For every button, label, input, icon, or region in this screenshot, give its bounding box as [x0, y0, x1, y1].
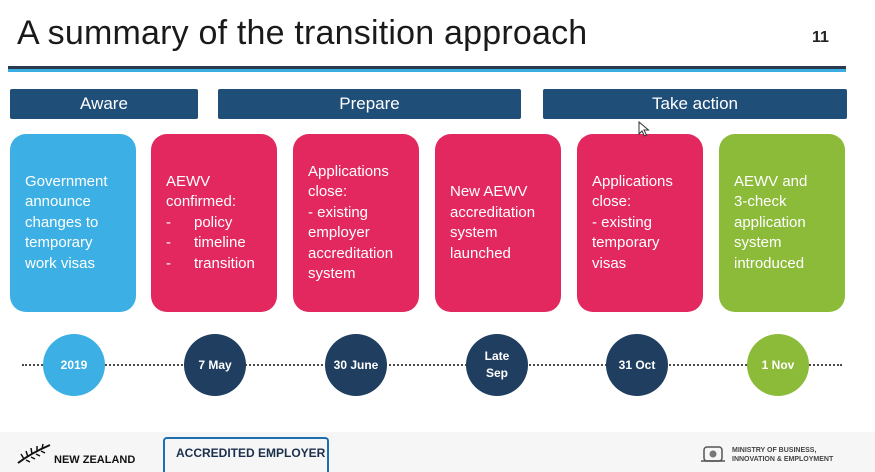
card-new-aewv-launched: New AEWV accreditation system launched [435, 134, 561, 312]
date-30-june: 30 June [325, 334, 387, 396]
card-text: close: [592, 193, 632, 211]
timeline-dotted-line [22, 364, 842, 366]
date-31-oct: 31 Oct [606, 334, 668, 396]
card-text: close: [308, 183, 348, 200]
phase-prepare: Prepare [218, 89, 521, 119]
fern-logo-icon [17, 443, 51, 464]
card-text: work visas [25, 254, 96, 272]
card-text: confirmed: [166, 193, 237, 211]
accredited-employer-frame [163, 437, 329, 472]
date-label: Late [484, 349, 510, 363]
card-text: New AEWV [450, 183, 528, 200]
phase-take-action: Take action [543, 89, 847, 119]
card-text: application [734, 213, 806, 231]
page-number: 11 [812, 29, 829, 46]
card-text: Government [25, 172, 108, 190]
card-text: system [450, 224, 498, 241]
card-aewv-3-check: AEWV and 3-check application system intr… [719, 134, 845, 312]
card-text: visas [592, 254, 627, 272]
card-government-announce: Government announce changes to temporary… [10, 134, 136, 312]
card-text: accreditation [450, 203, 536, 221]
slide-title: A summary of the transition approach [17, 14, 588, 52]
government-crest-icon [701, 446, 725, 462]
card-text: system [734, 234, 782, 252]
card-bullet: -policy [166, 213, 233, 231]
card-text: launched [450, 244, 511, 262]
card-text: Applications [592, 172, 673, 190]
card-text: temporary [592, 234, 660, 252]
card-text: AEWV [166, 172, 211, 190]
mouse-cursor-icon [638, 121, 650, 137]
date-1-nov: 1 Nov [747, 334, 809, 396]
card-bullet: -timeline [166, 234, 246, 252]
card-text: accreditation [308, 244, 394, 262]
phase-aware: Aware [10, 89, 198, 119]
card-text: system [308, 265, 356, 282]
footer-band [0, 432, 875, 472]
mbie-line: INNOVATION & EMPLOYMENT [732, 456, 834, 463]
card-text: - existing [592, 213, 653, 231]
date-late-sep: Late Sep [466, 334, 528, 396]
title-rule-blue [8, 69, 846, 72]
card-text: temporary [25, 234, 93, 252]
card-text: employer [308, 224, 370, 241]
card-text: Applications [308, 162, 389, 180]
date-2019: 2019 [43, 334, 105, 396]
card-aewv-confirmed: AEWV confirmed: -policy -timeline -trans… [151, 134, 277, 312]
mbie-label: MINISTRY OF BUSINESS, INNOVATION & EMPLO… [732, 446, 833, 464]
card-text: 3-check [734, 193, 787, 211]
card-applications-close-visas: Applications close: - existing temporary… [577, 134, 703, 312]
title-rule-dark [8, 66, 846, 69]
card-bullet: -transition [166, 254, 255, 272]
card-text: announce [25, 193, 91, 211]
card-text: AEWV and [734, 172, 808, 190]
card-text: introduced [734, 254, 805, 272]
mbie-line: MINISTRY OF BUSINESS, [732, 447, 817, 454]
date-label: Sep [485, 366, 508, 380]
accredited-employer-label: ACCREDITED EMPLOYER [176, 446, 326, 460]
card-applications-close-employer: Applications close: - existing employer … [293, 134, 419, 312]
card-text: - existing [308, 203, 369, 221]
new-zealand-label: NEW ZEALAND [54, 454, 136, 466]
date-7-may: 7 May [184, 334, 246, 396]
card-text: changes to [25, 213, 99, 231]
